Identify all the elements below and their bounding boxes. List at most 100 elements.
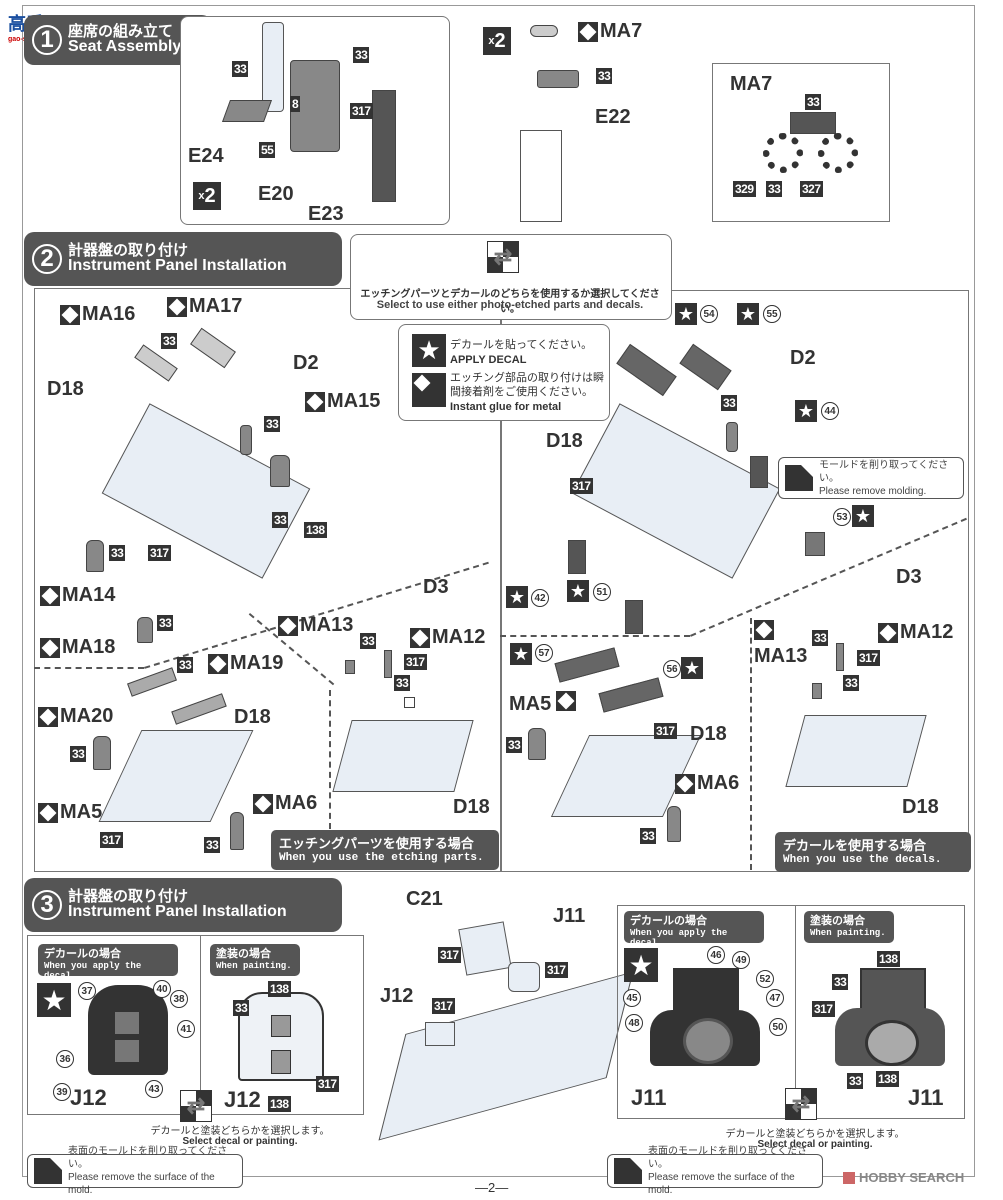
select-arrows-icon: ⇄ (487, 241, 519, 273)
paint-code: 33 (640, 828, 657, 844)
paint-code: 33 (805, 94, 822, 110)
d3-part (836, 643, 844, 671)
decal-number: 57 (535, 644, 553, 662)
ma6-part (667, 806, 681, 842)
paint-code: 8 (290, 96, 301, 112)
part-label-j12: J12 (70, 1085, 107, 1110)
select-decal-paint-en: Select decal or painting. (757, 1139, 873, 1150)
step1-title-jp: 座席の組み立て (68, 21, 174, 40)
star-decal-icon: ★ (737, 303, 759, 325)
decal-number: 39 (53, 1083, 71, 1101)
star-decal-icon: ★ (795, 400, 817, 422)
ma7-plate (790, 112, 836, 134)
legend-glue-text: エッチング部品の取り付けは瞬 間接着剤をご使用ください。 Instant glu… (450, 371, 604, 413)
decal-number: 38 (170, 990, 188, 1008)
legend-decal-text: デカールを貼ってください。 APPLY DECAL (450, 338, 593, 366)
part-label-ma18: MA18 (40, 636, 115, 659)
decal-number: 51 (593, 583, 611, 601)
part-label-d18: D18 (47, 378, 84, 400)
paint-code: 33 (272, 512, 289, 528)
remove-mold-note: 表面のモールドを削り取ってください。 Please remove the sur… (27, 1146, 243, 1196)
part-label-e23: E23 (308, 203, 344, 225)
d2-part (726, 422, 738, 452)
tag-j12-decal: デカールの場合 When you apply the decal. (38, 944, 178, 981)
part-label-d3: D3 (423, 576, 449, 598)
part-label-ma7: MA7 (578, 20, 642, 43)
ma12-part (404, 697, 415, 708)
select-arrows-icon: ⇄ (180, 1090, 212, 1122)
part-label-ma13: MA13 (278, 614, 353, 637)
d3-part (384, 650, 392, 678)
part-label-j11: J11 (908, 1085, 944, 1110)
tag-j12-paint: 塗装の場合 When painting. (210, 944, 300, 976)
paint-code: 33 (832, 974, 849, 990)
part-label-ma14: MA14 (40, 584, 115, 607)
decal-number: 48 (625, 1014, 643, 1032)
decal-number: 36 (56, 1050, 74, 1068)
part-label-d2: D2 (790, 347, 816, 369)
diamond-glue-icon (412, 373, 446, 407)
caption-etching: エッチングパーツを使用する場合 When you use the etching… (271, 830, 499, 870)
decal-number: 44 (821, 402, 839, 420)
decal-42-sheet (568, 540, 586, 574)
seat-e23-part (372, 90, 396, 202)
diamond-icon (167, 296, 187, 317)
paint-code: 33 (233, 1000, 250, 1016)
dashed-divider (34, 667, 144, 669)
paint-code: 138 (304, 522, 327, 538)
decal-53-sheet (805, 532, 825, 556)
paint-code: 33 (596, 68, 613, 84)
paint-code: 138 (876, 1071, 899, 1087)
j12-decal-screen (115, 1012, 139, 1034)
decal-number: 54 (700, 305, 718, 323)
j11-part (508, 962, 540, 992)
star-decal-icon: ★ (510, 643, 532, 665)
part-label-c21: C21 (406, 888, 443, 910)
paint-code: 317 (432, 998, 455, 1014)
j12-decal-screen (115, 1040, 139, 1062)
paint-code: 317 (812, 1001, 835, 1017)
step1-title-en: Seat Assembly (68, 38, 182, 56)
d2-part (240, 425, 252, 455)
ma13-part (345, 660, 355, 674)
part-label-j12: J12 (224, 1087, 261, 1112)
paint-code: 33 (506, 737, 523, 753)
paint-code: 317 (350, 103, 373, 119)
paint-code: 33 (843, 675, 860, 691)
j12-paint-screen (271, 1050, 291, 1074)
detail-label-ma7: MA7 (730, 73, 773, 95)
decal-number: 42 (531, 589, 549, 607)
select-decal-paint-jp: デカールと塗装どちらかを選択します。 (150, 1126, 330, 1137)
ma15-part (270, 455, 290, 487)
diamond-icon (208, 653, 228, 674)
paint-code: 33 (161, 333, 178, 349)
paint-code: 317 (654, 723, 677, 739)
decal-number: 40 (153, 980, 171, 998)
paint-code: 327 (800, 181, 823, 197)
paint-code: 317 (100, 832, 123, 848)
paint-code: 33 (204, 837, 221, 853)
brand-logo-icon (843, 1171, 855, 1184)
part-label-ma13: MA13 (754, 645, 808, 667)
paint-code: 317 (316, 1076, 339, 1092)
ma5-part (93, 736, 111, 770)
paint-code: 33 (847, 1073, 864, 1089)
diamond-icon (253, 793, 273, 814)
ma7-ring-right (818, 133, 858, 173)
paint-code: 317 (570, 478, 593, 494)
decal-number: 47 (766, 989, 784, 1007)
step3-number: 3 (32, 890, 62, 920)
ma13-part (812, 683, 822, 699)
paint-code: 33 (177, 657, 194, 673)
ma18-part (137, 617, 153, 643)
decal-number: 55 (763, 305, 781, 323)
j11-paint-radar (865, 1020, 919, 1066)
star-decal-icon: ★ (852, 505, 874, 527)
paint-code: 33 (812, 630, 829, 646)
part-label-ma19: MA19 (208, 652, 283, 675)
caption-decals: デカールを使用する場合 When you use the decals. (775, 832, 971, 872)
decal-number: 52 (756, 970, 774, 988)
diamond-icon (305, 391, 325, 412)
step2-left-frame (34, 288, 502, 872)
